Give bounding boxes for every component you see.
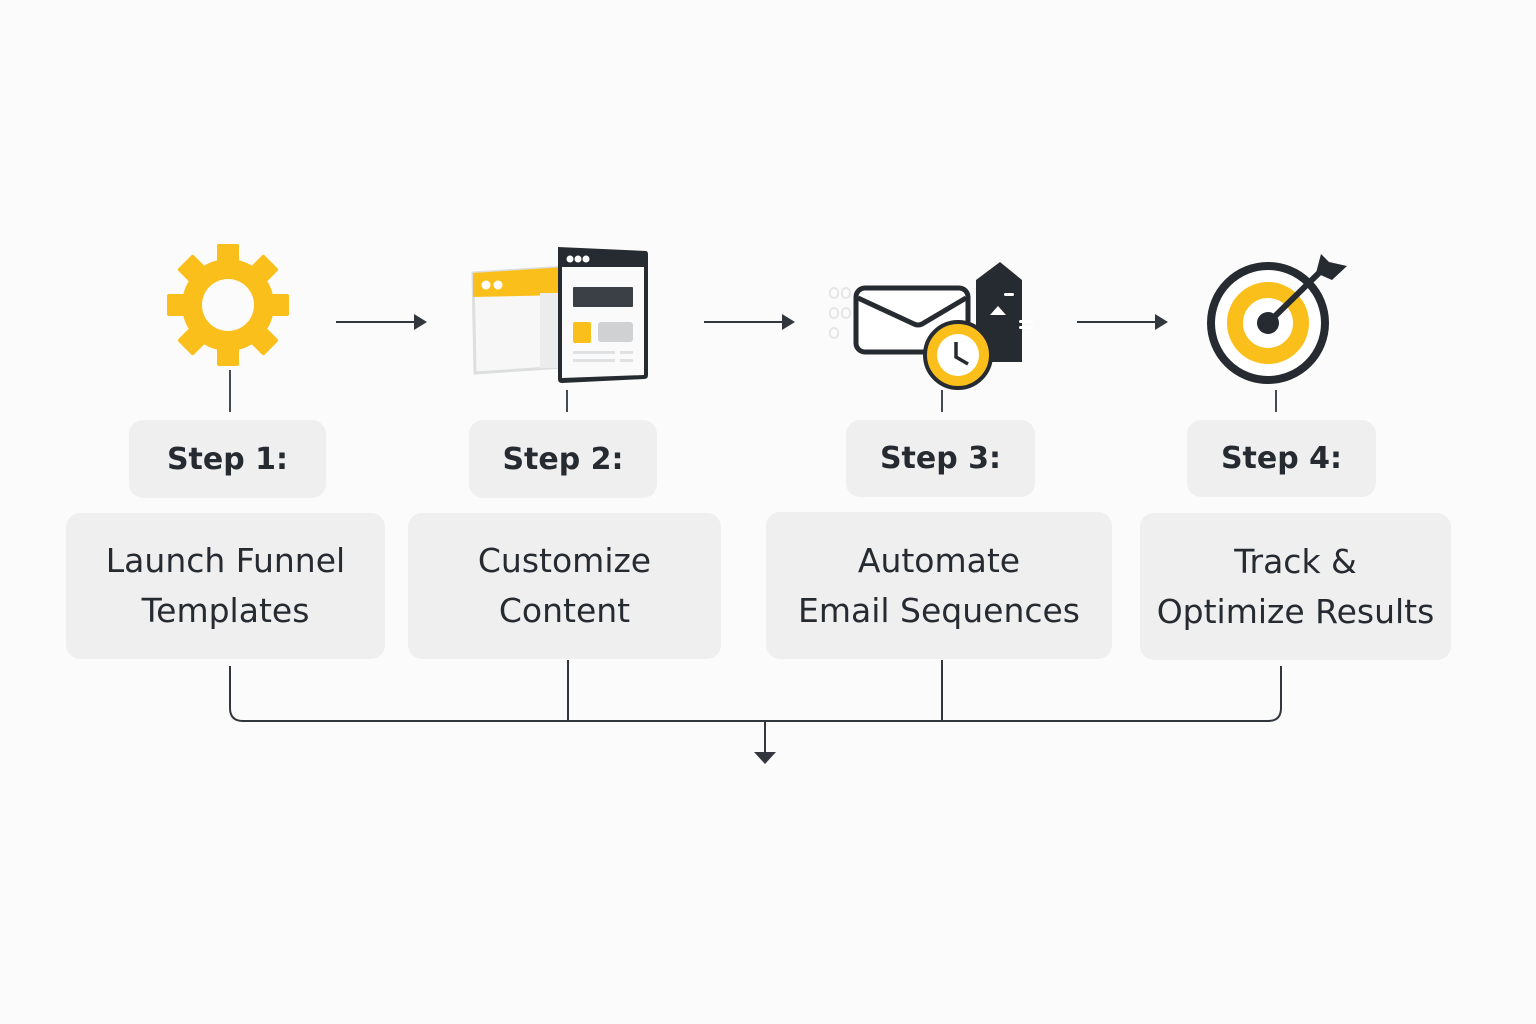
description-line: Optimize Results — [1156, 591, 1435, 631]
target-arrow-icon — [1207, 254, 1347, 384]
step-1-description: Launch Funnel Templates — [66, 513, 385, 659]
connector-line — [941, 390, 943, 412]
step-2-description: Customize Content — [408, 513, 721, 659]
step-label-text: Step 1: — [166, 441, 289, 477]
email-clock-icon — [829, 262, 1033, 390]
down-arrow-icon — [754, 752, 776, 764]
step-1-label: Step 1: — [129, 420, 326, 498]
connector-line — [566, 390, 568, 412]
gear-icon — [167, 244, 289, 366]
step-label-text: Step 2: — [502, 441, 624, 477]
arrow-right-icon — [336, 314, 427, 330]
arrow-right-icon — [704, 314, 795, 330]
step-3-label: Step 3: — [846, 420, 1035, 497]
browser-windows-icon — [471, 247, 648, 383]
description-line: Launch Funnel — [105, 541, 346, 580]
connector-line — [1275, 390, 1277, 412]
step-4-label: Step 4: — [1187, 420, 1376, 497]
description-line: Email Sequences — [797, 590, 1080, 630]
description-line: Customize — [477, 541, 652, 580]
step-4-description: Track & Optimize Results — [1140, 513, 1451, 660]
step-2-label: Step 2: — [469, 420, 657, 498]
description-line: Automate — [857, 540, 1021, 580]
arrow-right-icon — [1077, 314, 1168, 330]
description-line: Templates — [141, 591, 310, 630]
step-3-description: Automate Email Sequences — [766, 512, 1112, 659]
step-label-text: Step 4: — [1220, 441, 1343, 476]
connector-line — [229, 370, 231, 412]
merge-bracket — [229, 660, 1282, 764]
description-line: Content — [498, 591, 631, 630]
bracket-line — [229, 666, 1282, 722]
description-line: Track & — [1234, 541, 1357, 581]
step-label-text: Step 3: — [879, 441, 1002, 476]
